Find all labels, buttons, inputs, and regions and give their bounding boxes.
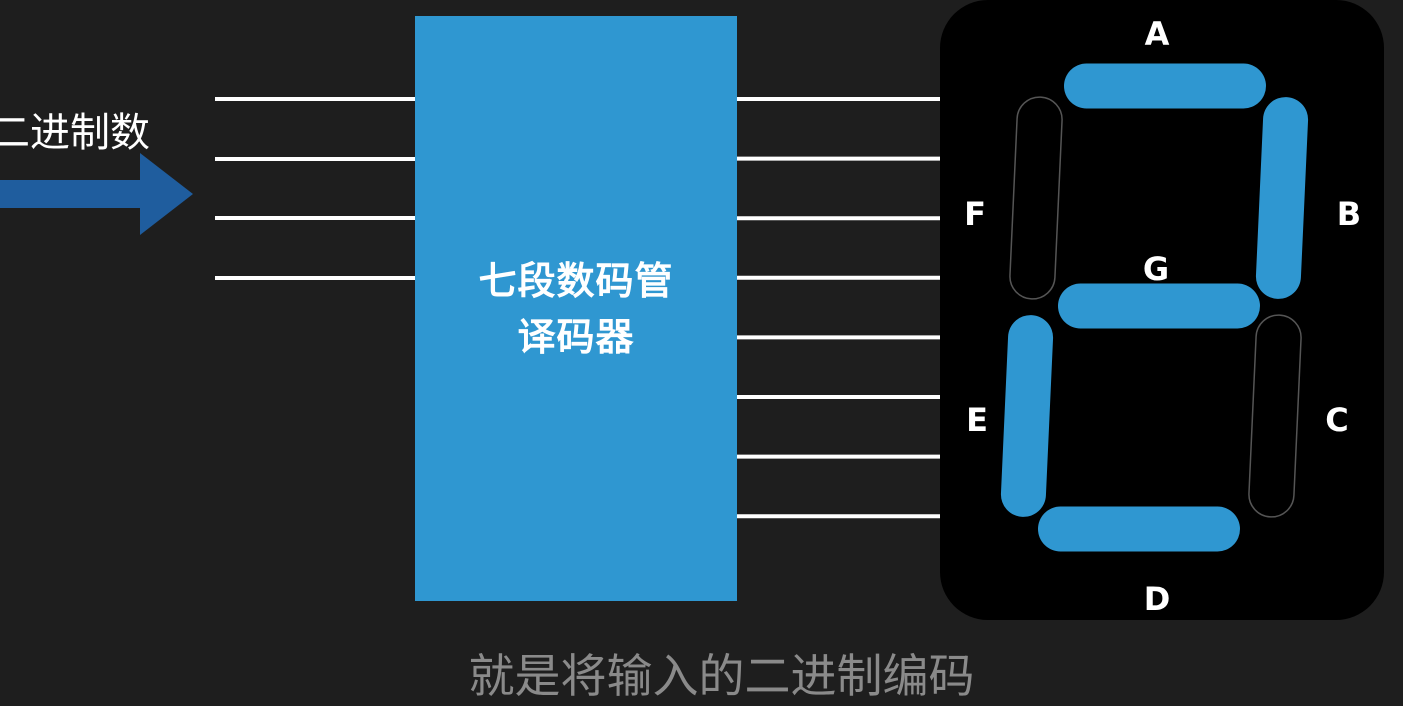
segment-g [1058, 283, 1260, 329]
segment-f [1009, 96, 1063, 300]
output-lines [737, 97, 940, 519]
segments [1000, 63, 1309, 552]
decoder-title-line1: 七段数码管 [478, 258, 674, 303]
subtitle-caption: 就是将输入的二进制编码 [468, 649, 975, 703]
segment-d [1038, 506, 1240, 552]
segment-label-g: G [1143, 250, 1169, 288]
segment-e [1000, 315, 1054, 517]
segment-a [1064, 63, 1266, 109]
segment-c [1248, 314, 1302, 518]
segment-label-d: D [1144, 580, 1171, 618]
segment-b [1255, 97, 1309, 299]
input-arrow-icon [0, 153, 193, 235]
segment-labels: A B C D E F G [964, 15, 1361, 618]
segment-label-e: E [966, 401, 988, 439]
segment-label-c: C [1325, 401, 1348, 439]
decoder-title-line2: 译码器 [517, 314, 635, 359]
decoder-block: 七段数码管 译码器 [415, 16, 737, 601]
segment-label-b: B [1337, 195, 1361, 233]
segment-label-a: A [1145, 15, 1170, 53]
input-lines [215, 97, 415, 280]
segment-label-f: F [964, 195, 986, 233]
input-label: 二进制数 [0, 110, 150, 156]
